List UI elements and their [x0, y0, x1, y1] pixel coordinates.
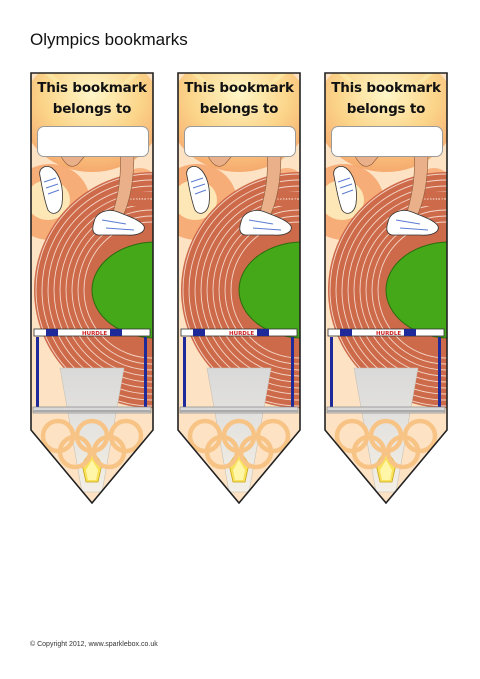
hurdle-icon: HURDLE	[326, 328, 446, 414]
torch-icon	[353, 367, 419, 493]
name-field[interactable]	[37, 126, 149, 157]
heading-line-2: belongs to	[52, 101, 132, 117]
lane-numbers: 1 2 3 4 5 6 7 8	[277, 197, 299, 201]
bookmark-heading: This bookmark belongs to	[30, 78, 154, 120]
bookmark-heading: This bookmark belongs to	[177, 78, 301, 120]
hurdle-label: HURDLE	[82, 331, 107, 337]
heading-line-2: belongs to	[346, 101, 426, 117]
bookmark-2: 1 2 3 4 5 6 7 8	[177, 72, 301, 504]
bookmark-artwork: 1 2 3 4 5 6 7 8	[324, 72, 448, 504]
page-title: Olympics bookmarks	[30, 30, 188, 49]
olympic-rings-icon	[187, 418, 291, 470]
lane-numbers: 1 2 3 4 5 6 7 8	[130, 197, 152, 201]
bookmark-3: 1 2 3 4 5 6 7 8	[324, 72, 448, 504]
running-shoe-icon	[186, 149, 292, 236]
hurdle-icon: HURDLE	[179, 328, 299, 414]
lane-numbers: 1 2 3 4 5 6 7 8	[424, 197, 446, 201]
heading-line-1: This bookmark	[331, 80, 441, 96]
bookmark-1: 1 2 3 4 5 6 7 8	[30, 72, 154, 504]
name-field[interactable]	[331, 126, 443, 157]
heading-line-1: This bookmark	[184, 80, 294, 96]
bookmark-heading: This bookmark belongs to	[324, 78, 448, 120]
hurdle-label: HURDLE	[376, 331, 401, 337]
name-field[interactable]	[184, 126, 296, 157]
hurdle-icon: HURDLE	[32, 328, 152, 414]
heading-line-1: This bookmark	[37, 80, 147, 96]
hurdle-label: HURDLE	[229, 331, 254, 337]
olympic-rings-icon	[334, 418, 438, 470]
copyright-text: © Copyright 2012, www.sparklebox.co.uk	[30, 641, 158, 648]
bookmark-artwork: 1 2 3 4 5 6 7 8	[177, 72, 301, 504]
heading-line-2: belongs to	[199, 101, 279, 117]
running-shoe-icon	[333, 149, 439, 236]
olympic-rings-icon	[40, 418, 144, 470]
